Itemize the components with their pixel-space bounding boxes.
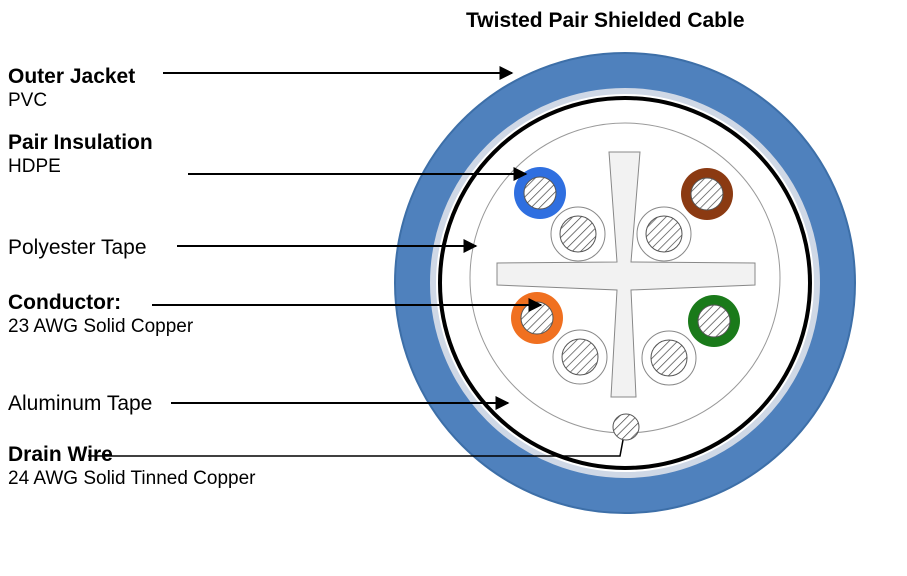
- label-name: Pair Insulation: [8, 131, 153, 154]
- label-outer-jacket: Outer Jacket PVC: [8, 64, 135, 112]
- pair-brown-white-conductor: [645, 215, 683, 253]
- label-conductor: Conductor: 23 AWG Solid Copper: [8, 290, 193, 338]
- label-name: Drain Wire: [8, 443, 113, 466]
- label-name: Polyester Tape: [8, 236, 147, 259]
- pair-blue-conductor: [523, 176, 557, 210]
- label-name: Outer Jacket: [8, 65, 136, 88]
- label-pair-insulation: Pair Insulation HDPE: [8, 130, 153, 178]
- pair-brown-conductor: [690, 177, 724, 211]
- leader-drain-wire: [88, 439, 624, 457]
- drain-wire: [612, 413, 640, 441]
- label-polyester-tape: Polyester Tape: [8, 235, 147, 260]
- diagram-title: Twisted Pair Shielded Cable: [466, 9, 745, 32]
- label-material: 24 AWG Solid Tinned Copper: [8, 468, 256, 489]
- label-name: Conductor:: [8, 291, 122, 314]
- label-material: 23 AWG Solid Copper: [8, 316, 194, 337]
- label-drain-wire: Drain Wire 24 AWG Solid Tinned Copper: [8, 442, 256, 490]
- pair-orange-white-conductor: [561, 338, 599, 376]
- pair-blue-white-conductor: [559, 215, 597, 253]
- pair-green-conductor: [697, 304, 731, 338]
- cross-separator: [496, 151, 756, 398]
- label-name: Aluminum Tape: [8, 392, 153, 415]
- pair-orange-conductor: [520, 301, 554, 335]
- label-material: HDPE: [8, 156, 61, 177]
- label-material: PVC: [8, 90, 48, 111]
- pair-green-white-conductor: [650, 339, 688, 377]
- label-aluminum-tape: Aluminum Tape: [8, 391, 152, 416]
